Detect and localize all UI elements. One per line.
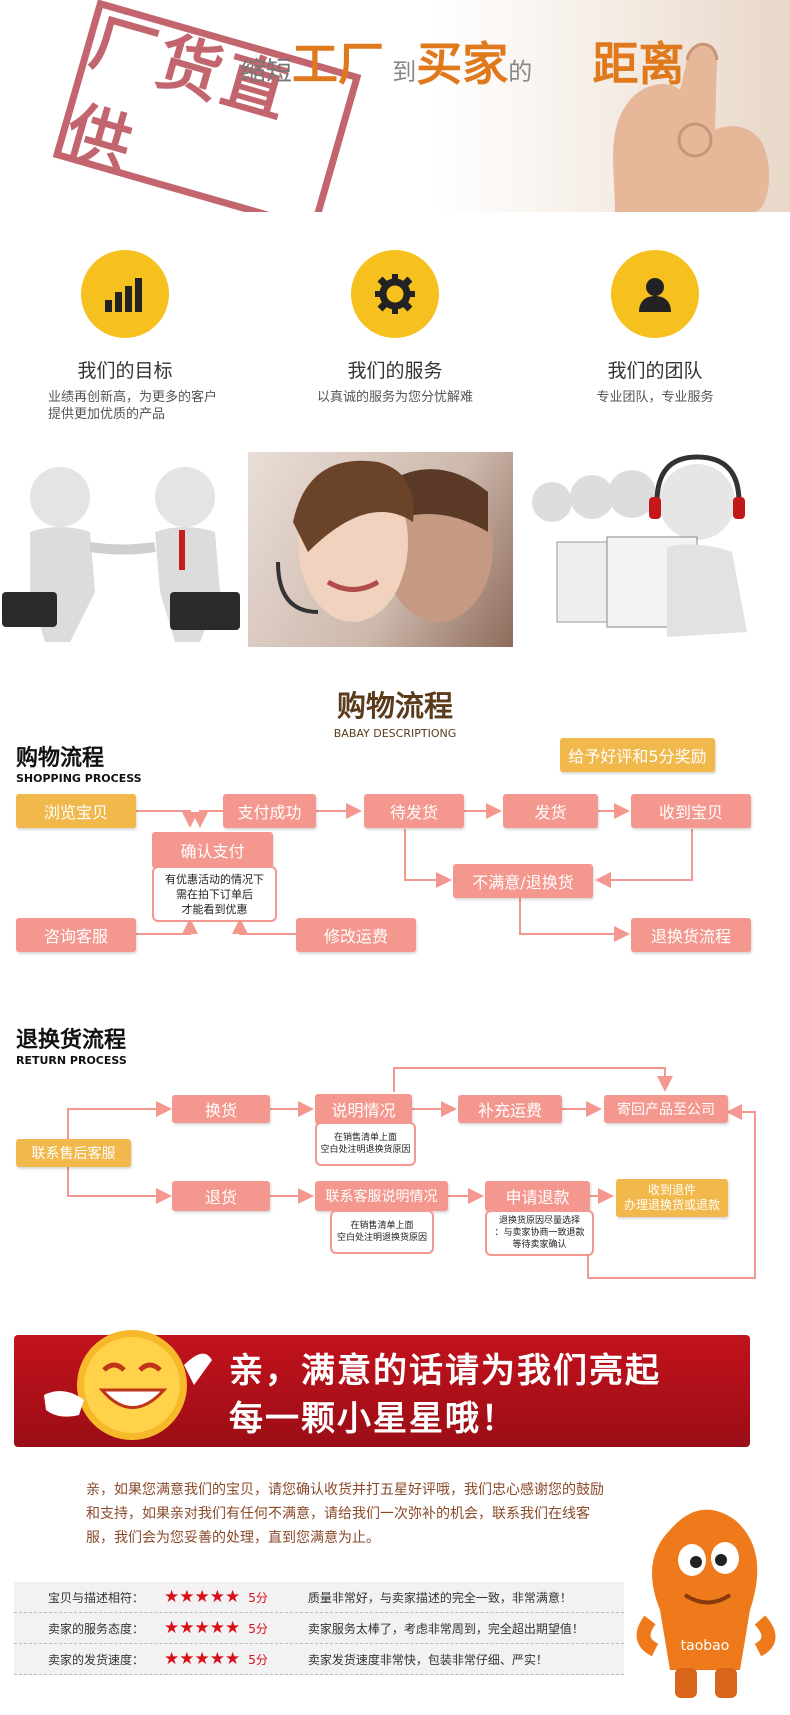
star-icons: ★★★★★ [164,1587,241,1607]
rating-label: 宝贝与描述相符： [47,1590,144,1605]
flow-step-pay-success: 支付成功 [223,794,316,828]
section-subtitle: RETURN PROCESS [16,1054,127,1067]
shopping-section-header: 购物流程 BABAY DESCRIPTIONG [0,683,790,740]
feature-desc: 业绩再创新高，为更多的客户 提供更加优质的产品 [48,390,218,422]
customer-service-people-image [248,452,513,647]
hero-slogan: 缩短工厂 到买家的 距离 [240,28,685,94]
explain-note: 在销售清单上面 空白处注明退换货原因 [315,1122,416,1166]
rating-desc: 卖家服务太棒了，考虑非常周到，完全超出期望值！ [307,1621,584,1636]
slogan-part: 距离 [592,37,685,91]
banner-text: 亲，满意的话请为我们亮起 每一颗小星星哦！ [229,1347,661,1443]
flow-step-add-freight: 补充运费 [458,1095,562,1123]
flow-step-return-flow: 退换货流程 [631,918,751,952]
page-title: 购物流程 [336,689,453,723]
feature-desc: 专业团队，专业服务 [596,390,714,405]
rating-label: 卖家的发货速度： [47,1652,144,1667]
apply-refund-note: 退换货原因尽量选择 ：与卖家协商一致退款 等待卖家确认 [485,1210,594,1256]
taobao-mascot-image: taobao [636,1509,776,1698]
feature-title: 我们的团队 [607,360,703,382]
rating-row: 卖家的服务态度： ★★★★★ 5分 卖家服务太棒了，考虑非常周到，完全超出期望值… [14,1613,624,1644]
shopping-process-heading: 购物流程 SHOPPING PROCESS [16,740,142,785]
banner-line: 亲，满意的话请为我们亮起 [229,1351,661,1391]
flow-step-receive-return: 收到退件 办理退换货或退款 [616,1179,728,1217]
flow-step-ship: 发货 [503,794,598,828]
flow-step-explain: 说明情况 [315,1094,412,1124]
rating-score: 5分 [248,1621,268,1636]
feature-team: 我们的团队 专业团队，专业服务 [530,250,780,406]
flow-step-refund: 退货 [172,1181,270,1211]
flow-step-send-back: 寄回产品至公司 [604,1095,728,1123]
hero-banner: 厂货直供 缩短工厂 到买家的 距离 [0,0,790,212]
flow-step-wait-ship: 待发货 [364,794,464,828]
flow-step-contact-after-sales: 联系售后客服 [16,1139,131,1167]
slogan-part: 缩短 [240,57,293,87]
feature-title: 我们的目标 [77,360,173,382]
section-title: 退换货流程 [16,1028,127,1053]
flow-step-browse: 浏览宝贝 [16,794,136,828]
flow-step-receive: 收到宝贝 [631,794,751,828]
star-icons: ★★★★★ [164,1618,241,1638]
confirm-pay-note: 有优惠活动的情况下 需在拍下订单后 才能看到优惠 [152,866,277,922]
bar-chart-icon [81,250,169,338]
feature-desc: 以真诚的服务为您分忧解难 [316,390,473,405]
rating-row: 卖家的发货速度： ★★★★★ 5分 卖家发货速度非常快，包装非常仔细、严实！ [14,1644,624,1675]
flow-step-contact-cs: 联系客服说明情况 [315,1181,448,1211]
flow-step-consult: 咨询客服 [16,918,136,952]
contact-cs-note: 在销售清单上面 空白处注明退换货原因 [330,1210,434,1254]
flow-step-exchange: 换货 [172,1095,270,1123]
slogan-part: 的 [508,58,533,86]
section-subtitle: SHOPPING PROCESS [16,772,142,785]
feature-goal: 我们的目标 业绩再创新高，为更多的客户 提供更加优质的产品 [0,250,250,423]
smiley-mascot-icon [44,1330,212,1440]
gear-icon [351,250,439,338]
rating-label: 卖家的服务态度： [47,1621,144,1636]
rating-appeal-banner: 亲，满意的话请为我们亮起 每一颗小星星哦！ [14,1330,750,1447]
mascot-label: taobao [681,1638,730,1654]
appreciation-paragraph: 亲，如果您满意我们的宝贝，请您确认收货并打五星好评哦，我们忠心感谢您的鼓励和支持… [86,1482,604,1546]
call-center-figures-image [517,452,790,647]
hand-gesture-image [613,42,770,212]
rating-desc: 质量非常好，与卖家描述的完全一致，非常满意！ [307,1590,572,1605]
star-icons: ★★★★★ [164,1649,241,1669]
feature-title: 我们的服务 [347,360,443,382]
banner-line: 每一颗小星星哦！ [229,1399,517,1439]
return-process-heading: 退换货流程 RETURN PROCESS [16,1022,127,1067]
flow-step-confirm-pay: 确认支付 [152,832,273,868]
flow-step-modify-freight: 修改运费 [296,918,416,952]
slogan-part: 到 [392,58,417,86]
rating-score: 5分 [248,1652,268,1667]
rating-row: 宝贝与描述相符： ★★★★★ 5分 质量非常好，与卖家描述的完全一致，非常满意！ [14,1582,624,1613]
reward-badge: 给予好评和5分奖励 [560,738,715,772]
slogan-part: 工厂 [292,37,385,91]
rating-score: 5分 [248,1590,268,1605]
page-subtitle: BABAY DESCRIPTIONG [333,727,457,740]
feature-service: 我们的服务 以真诚的服务为您分忧解难 [270,250,520,406]
flow-step-unsatisfied: 不满意/退换货 [453,864,593,898]
flow-step-apply-refund: 申请退款 [485,1181,590,1211]
section-title: 购物流程 [16,746,105,771]
person-icon [611,250,699,338]
rating-table: 宝贝与描述相符： ★★★★★ 5分 质量非常好，与卖家描述的完全一致，非常满意！… [14,1582,624,1675]
rating-desc: 卖家发货速度非常快，包装非常仔细、严实！ [307,1652,548,1667]
handshake-image [0,452,245,647]
slogan-part: 买家 [416,37,509,91]
